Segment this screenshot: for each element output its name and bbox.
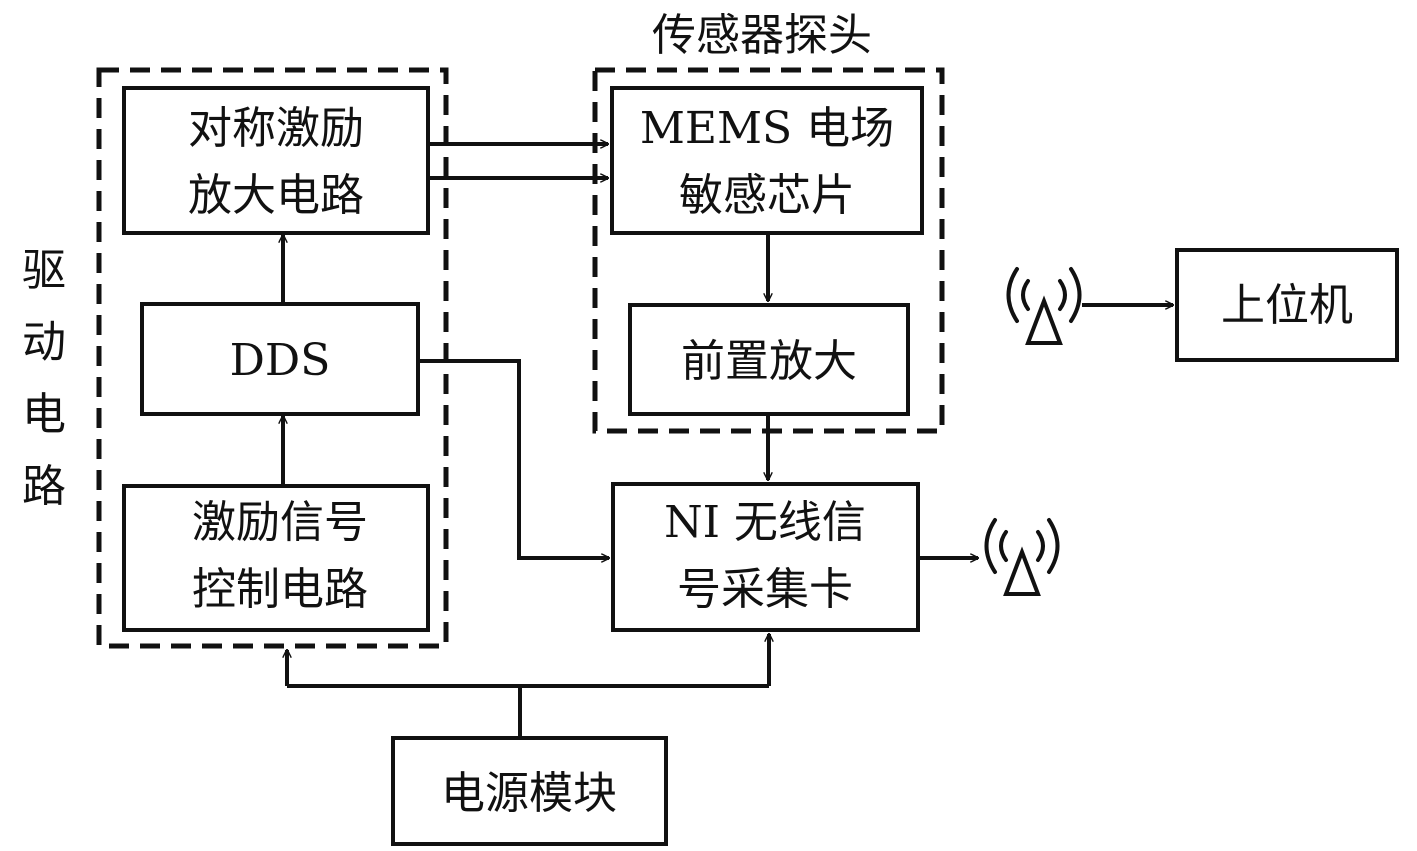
host-computer-block: 上位机: [1175, 248, 1399, 362]
arrow-dds-to-daq: [418, 359, 609, 558]
drive-circuit-label: 驱 动 电 路: [22, 245, 66, 512]
block-label-line: 放大电路: [188, 170, 364, 221]
preamplifier-block: 前置放大: [628, 303, 910, 416]
drive-label-char: 动: [22, 317, 66, 368]
antenna-icon: [984, 518, 1060, 596]
sensor-probe-label: 传感器探头: [652, 10, 872, 61]
block-label-line: 控制电路: [192, 564, 368, 615]
power-module-block: 电源模块: [391, 736, 668, 846]
excitation-signal-control-block: 激励信号 控制电路: [122, 484, 430, 632]
block-label-line: NI 无线信: [664, 497, 866, 548]
ni-wireless-daq-card-block: NI 无线信 号采集卡: [611, 482, 920, 632]
dds-block: DDS: [140, 302, 420, 416]
block-label-line: 上位机: [1221, 280, 1353, 331]
block-label-line: MEMS 电场: [640, 103, 894, 154]
antenna-icon: [1006, 267, 1082, 345]
drive-label-char: 驱: [22, 245, 66, 296]
block-label-line: 前置放大: [681, 336, 857, 387]
mems-field-sensor-chip-block: MEMS 电场 敏感芯片: [610, 86, 924, 235]
drive-label-char: 电: [22, 389, 66, 440]
block-label-line: 对称激励: [188, 103, 364, 154]
drive-circuit-group: [96, 67, 449, 649]
block-label-line: 敏感芯片: [679, 170, 855, 221]
symmetric-excitation-amplifier-block: 对称激励 放大电路: [122, 86, 430, 235]
block-label-line: 激励信号: [192, 497, 368, 548]
block-label-line: DDS: [230, 335, 331, 386]
block-label-line: 电源模块: [441, 768, 617, 819]
block-label-line: 号采集卡: [677, 564, 853, 615]
drive-label-char: 路: [22, 461, 66, 512]
